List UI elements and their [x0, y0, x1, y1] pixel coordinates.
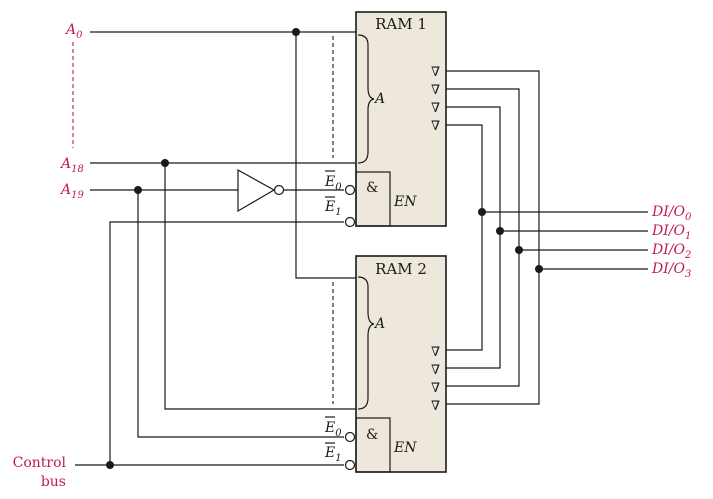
data-bit0-ram1-wire: [446, 124, 483, 351]
ram2-and-symbol: &: [366, 427, 378, 443]
dio1-junction: [496, 227, 504, 235]
ram2-e0-label: E0: [324, 420, 342, 439]
control-bus-label-line2: bus: [41, 474, 66, 490]
ram2-e1-bubble: [344, 459, 356, 471]
ram1-tristate-1: ∇: [431, 83, 440, 98]
ram2-tristate-2: ∇: [431, 381, 440, 396]
ram1-enable-label: EN: [393, 194, 417, 210]
input-a18-label: A18: [59, 156, 84, 175]
a0-to-ram2-wire: [295, 32, 356, 279]
control-bus-junction: [106, 461, 114, 469]
ram2-enable-label: EN: [393, 440, 417, 456]
a19-junction: [134, 186, 142, 194]
ram1-e0-label: E0: [324, 174, 342, 193]
input-a19-label: A19: [59, 182, 84, 201]
ram1-address-label: A: [373, 91, 385, 107]
ram2-title: RAM 2: [375, 260, 427, 278]
ram1-title: RAM 1: [375, 15, 427, 33]
ram1-e0-bubble: [344, 184, 356, 196]
data-bit1-ram1-wire: [446, 106, 501, 369]
a18-junction: [161, 159, 169, 167]
ram2-tristate-3: ∇: [431, 399, 440, 414]
ram2-address-brace: [357, 276, 375, 410]
ram1-tristate-3: ∇: [431, 119, 440, 134]
control-bus-label: Control: [13, 455, 67, 471]
ram2-e1-label: E1: [324, 445, 342, 464]
data-bit3-ram1-wire: [446, 70, 540, 405]
ram2-tristate-0: ∇: [431, 345, 440, 360]
inverter-triangle: [237, 168, 276, 213]
ram2-tristate-1: ∇: [431, 363, 440, 378]
a18-to-ram2-wire: [164, 163, 356, 410]
dio0-label: DI/O0: [651, 204, 692, 223]
control-to-ram1-wire: [109, 221, 344, 465]
dio0-junction: [478, 208, 486, 216]
input-a0-label: A0: [64, 22, 83, 41]
ram1-and-symbol: &: [366, 180, 378, 196]
dio2-junction: [515, 246, 523, 254]
dio2-label: DI/O2: [651, 242, 691, 261]
ram2-e0-bubble: [344, 431, 356, 443]
dio3-junction: [535, 265, 543, 273]
inverter-bubble: [273, 184, 285, 196]
a19-to-ram2-wire: [137, 190, 344, 438]
data-bit2-ram1-wire: [446, 88, 520, 387]
a0-junction: [292, 28, 300, 36]
ram1-tristate-2: ∇: [431, 101, 440, 116]
dio1-label: DI/O1: [651, 223, 691, 242]
ram2-block: [355, 255, 447, 473]
ram1-block: [355, 11, 447, 227]
ram1-address-brace: [357, 34, 375, 164]
ram1-e1-bubble: [344, 216, 356, 228]
dio3-label: DI/O3: [651, 261, 691, 280]
ram1-tristate-0: ∇: [431, 65, 440, 80]
ram1-e1-label: E1: [324, 199, 342, 218]
ram2-address-label: A: [373, 316, 385, 332]
